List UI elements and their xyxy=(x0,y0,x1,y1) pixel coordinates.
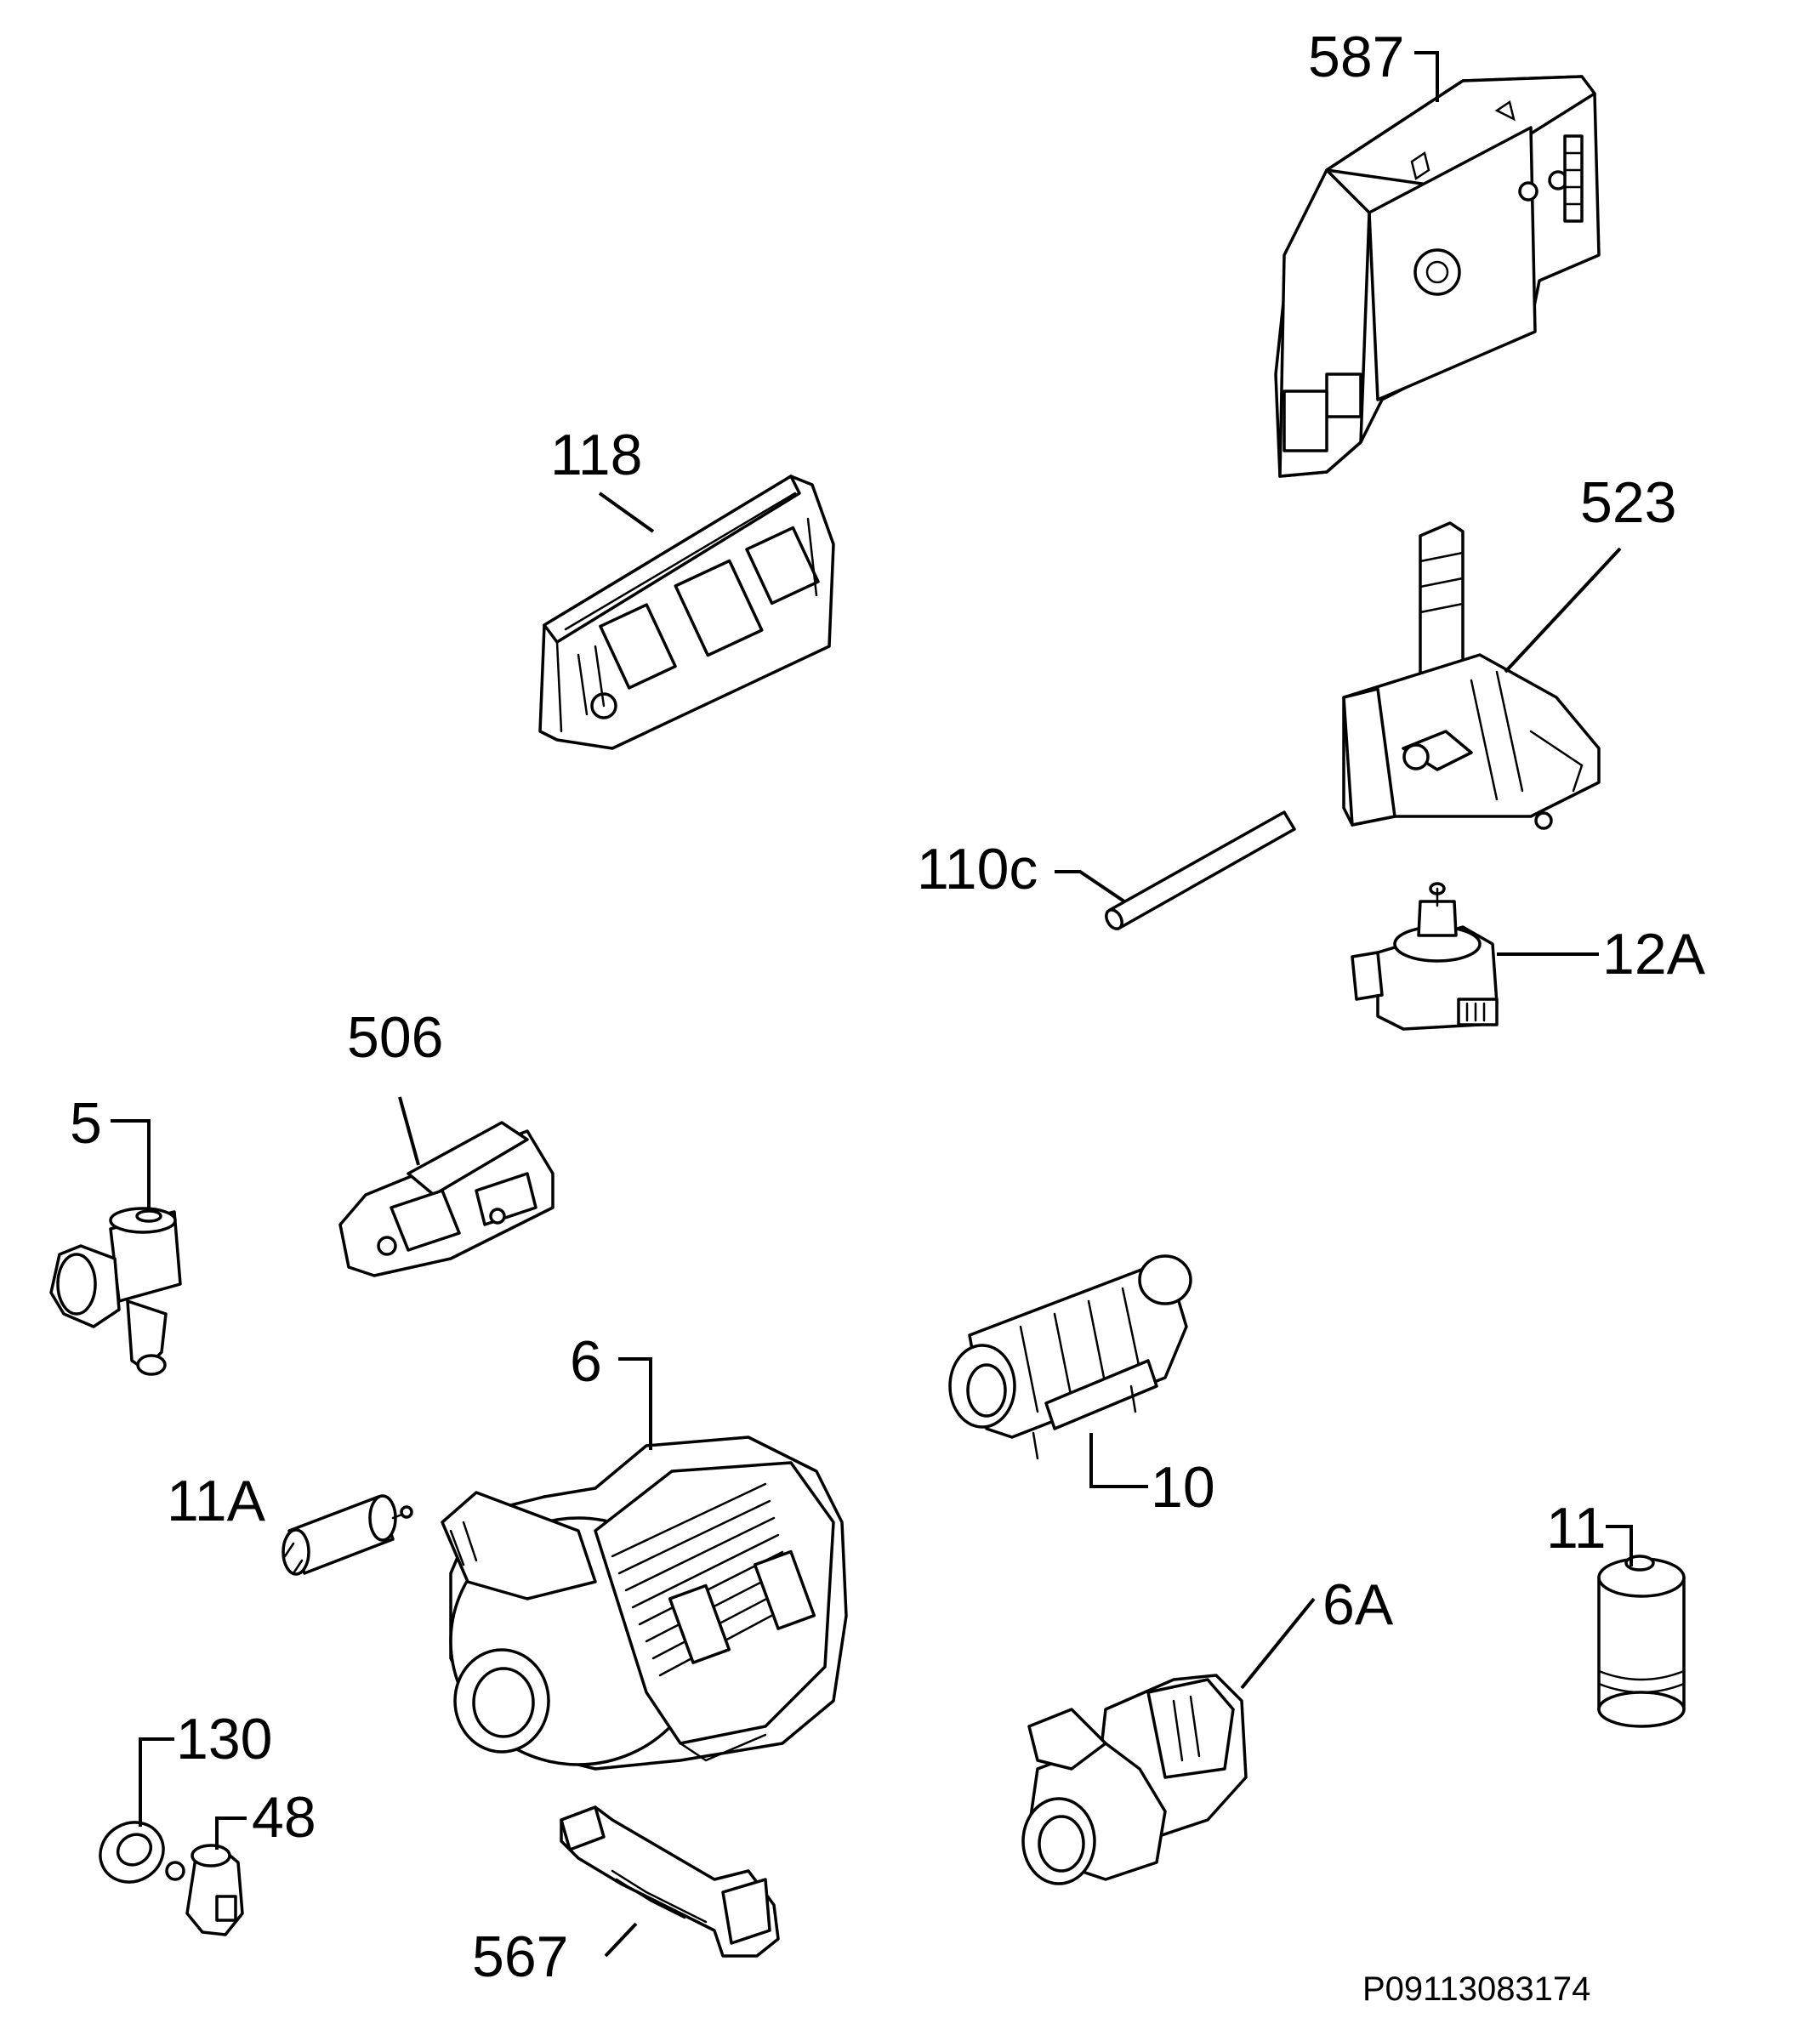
label-5: 5 xyxy=(70,1091,102,1156)
label-118: 118 xyxy=(550,423,642,487)
part-10-heater-element-icon[interactable] xyxy=(948,1254,1192,1460)
reference-code: P09113083174 xyxy=(1362,1970,1590,2008)
part-11-capacitor-icon[interactable] xyxy=(1597,1555,1686,1728)
label-11: 11 xyxy=(1546,1496,1607,1561)
part-6-circulation-pump-icon[interactable] xyxy=(441,1436,848,1771)
label-6: 6 xyxy=(570,1329,602,1394)
part-130-gasket-ring-icon[interactable] xyxy=(89,1811,174,1894)
part-12a-pressure-switch-icon[interactable] xyxy=(1351,882,1499,1031)
part-48-sensor-plug-icon[interactable] xyxy=(165,1844,244,1936)
label-130: 130 xyxy=(176,1707,272,1771)
label-110c: 110c xyxy=(917,837,1038,901)
label-587: 587 xyxy=(1308,25,1404,89)
label-506: 506 xyxy=(347,1005,443,1070)
label-523: 523 xyxy=(1580,470,1676,535)
part-11a-capacitor-icon[interactable] xyxy=(282,1494,413,1576)
label-10: 10 xyxy=(1151,1455,1215,1520)
part-587-electronic-module-icon[interactable] xyxy=(1274,75,1601,478)
label-11a: 11A xyxy=(167,1469,266,1533)
label-12a: 12A xyxy=(1602,922,1706,986)
part-labels: 587 118 523 110c 12A 506 5 6 10 11A 11 6… xyxy=(70,25,1706,1989)
leader-lines xyxy=(111,51,1633,1958)
label-6a: 6A xyxy=(1322,1572,1394,1637)
part-5-inlet-valve-icon[interactable] xyxy=(49,1207,182,1376)
label-567: 567 xyxy=(472,1924,568,1989)
part-6a-drain-pump-icon[interactable] xyxy=(1021,1674,1248,1885)
part-567-pump-bracket-icon[interactable] xyxy=(560,1805,780,1958)
part-110c-hose-pipe-icon[interactable] xyxy=(1103,810,1296,931)
part-506-door-switch-icon[interactable] xyxy=(338,1121,555,1277)
part-523-level-sensor-bracket-icon[interactable] xyxy=(1342,521,1601,830)
label-48: 48 xyxy=(252,1785,316,1850)
part-118-control-board-icon[interactable] xyxy=(538,475,835,750)
